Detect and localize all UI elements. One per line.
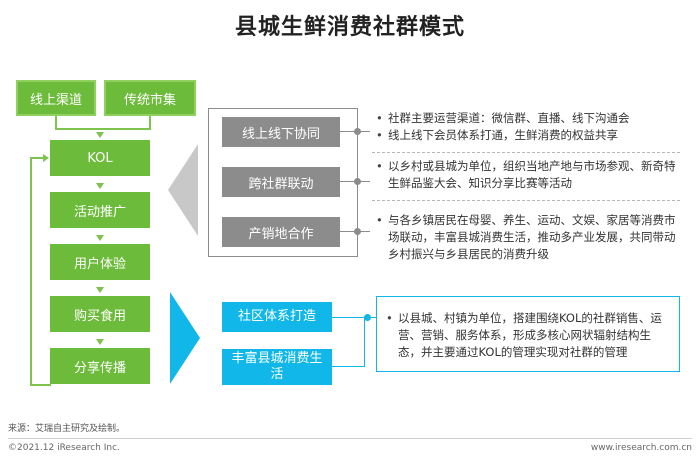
bullets-online-offline: 社群主要运营渠道：微信群、直播、线下沟通会 线上线下会员体系打通，生鲜消费的权益… — [376, 110, 676, 144]
blue-item-label: 丰富县城消费生活 — [231, 351, 323, 382]
blue-panel — [376, 296, 680, 372]
flow-step-label: 购买食用 — [73, 308, 126, 324]
flow-step-promotion: 活动推广 — [50, 192, 150, 228]
arrow-down-icon — [96, 339, 104, 345]
gray-item-label: 线上线下协同 — [241, 126, 320, 142]
online-channel-label: 线上渠道 — [29, 92, 82, 108]
blue-item-label: 社区体系打造 — [237, 309, 316, 324]
flow-step-purchase: 购买食用 — [50, 296, 150, 332]
traditional-market-label: 传统市集 — [123, 92, 176, 108]
bullet-item: 以乡村或县城为单位，组织当地产地与市场参观、新奇特生鲜品鉴大会、知识分享比赛等活… — [376, 158, 676, 192]
flow-step-label: 用户体验 — [73, 256, 126, 272]
loop-top — [30, 157, 44, 159]
blue-connector-line — [332, 366, 364, 367]
bullets-production-sales: 与各乡镇居民在母婴、养生、运动、文娱、家居等消费市场联动，丰富县城消费生活，推动… — [376, 212, 680, 263]
community-system-button: 社区体系打造 — [222, 302, 332, 332]
bullet-item: 以县城、村镇为单位，搭建围绕KOL的社群销售、运营、营销、服务体系，形成多核心网… — [386, 310, 668, 361]
connector-dot-icon — [354, 228, 361, 235]
copyright: ©2021.12 iResearch Inc. — [8, 443, 120, 453]
connector-left — [55, 116, 57, 130]
loop-vertical — [30, 157, 32, 386]
online-channel-box: 线上渠道 — [16, 80, 96, 116]
enrich-county-life-button: 丰富县城消费生活 — [222, 349, 332, 385]
bullet-item: 线上线下会员体系打通，生鲜消费的权益共享 — [376, 127, 676, 144]
flow-step-label: 活动推广 — [73, 204, 126, 220]
page-title: 县城生鲜消费社群模式 — [234, 15, 465, 40]
blue-connector-line — [332, 317, 376, 318]
bullets-community: 以县城、村镇为单位，搭建围绕KOL的社群销售、运营、营销、服务体系，形成多核心网… — [386, 310, 668, 361]
blue-chevron-icon — [170, 292, 200, 384]
bullets-cross-community: 以乡村或县城为单位，组织当地产地与市场参观、新奇特生鲜品鉴大会、知识分享比赛等活… — [376, 158, 676, 192]
online-offline-button: 线上线下协同 — [222, 117, 340, 147]
cross-community-button: 跨社群联动 — [222, 167, 340, 197]
arrow-down-icon — [96, 235, 104, 241]
flow-step-label: KOL — [87, 150, 113, 166]
loop-bottom — [30, 384, 51, 386]
connector-right — [149, 116, 151, 130]
connector-horizontal — [55, 128, 151, 130]
arrow-down-icon — [96, 183, 104, 189]
flow-step-kol: KOL — [50, 140, 150, 176]
flow-step-experience: 用户体验 — [50, 244, 150, 280]
traditional-market-box: 传统市集 — [104, 80, 196, 116]
gray-item-label: 跨社群联动 — [248, 176, 314, 192]
connector-dot-icon — [354, 178, 361, 185]
loop-arrow-icon — [43, 154, 49, 162]
gray-chevron-icon — [168, 144, 198, 236]
arrow-to-kol — [96, 132, 104, 138]
blue-connector-dot-icon — [364, 314, 371, 321]
connector-dot-icon — [354, 128, 361, 135]
footer-divider — [8, 438, 692, 439]
flow-step-label: 分享传播 — [73, 360, 126, 376]
production-sales-button: 产销地合作 — [222, 217, 340, 247]
source-note: 来源：艾瑞自主研究及绘制。 — [8, 424, 126, 434]
blue-connector-vertical — [364, 317, 365, 367]
flow-step-share: 分享传播 — [50, 348, 150, 384]
dashed-divider — [372, 152, 680, 153]
gray-item-label: 产销地合作 — [248, 226, 314, 242]
bullet-item: 社群主要运营渠道：微信群、直播、线下沟通会 — [376, 110, 676, 127]
arrow-down-icon — [96, 287, 104, 293]
bullet-item: 与各乡镇居民在母婴、养生、运动、文娱、家居等消费市场联动，丰富县城消费生活，推动… — [376, 212, 680, 263]
website-link[interactable]: www.iresearch.com.cn — [590, 443, 692, 453]
dashed-divider — [372, 200, 680, 201]
